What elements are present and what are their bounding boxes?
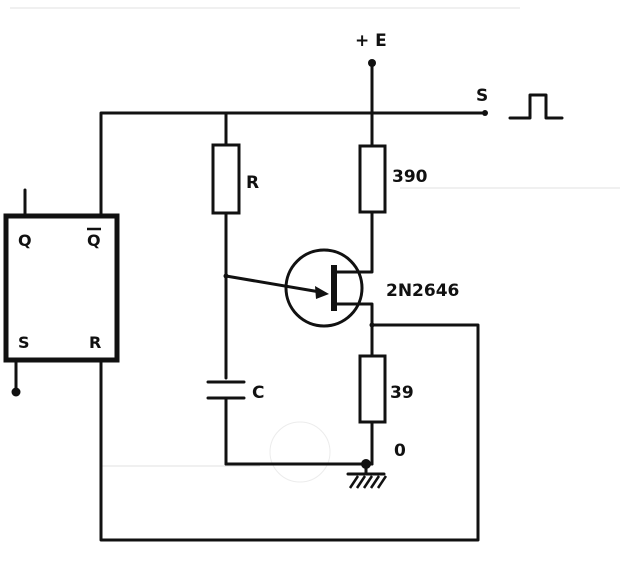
junction-b1	[369, 322, 375, 328]
top-rail	[99, 110, 488, 218]
output-label: S	[476, 86, 488, 106]
transistor-label: 2N2646	[386, 281, 459, 301]
resistor-39-label: 39	[390, 383, 414, 403]
output-terminal	[482, 110, 488, 116]
supply-terminal	[368, 59, 376, 148]
output-pulse-icon	[508, 93, 564, 120]
ujt-transistor	[224, 210, 374, 358]
flipflop-s-label: S	[18, 333, 30, 352]
capacitor-c	[206, 380, 246, 466]
flip-flop	[3, 188, 120, 397]
bleed-through-background	[10, 7, 620, 483]
junction-emitter	[223, 273, 229, 279]
supply-label: + E	[355, 31, 387, 51]
ground-icon	[346, 462, 388, 489]
reset-feedback-wire	[99, 323, 480, 542]
flipflop-q-label: Q	[18, 231, 32, 250]
resistor-390	[358, 144, 387, 214]
ground-node-label: 0	[394, 441, 406, 461]
capacitor-c-label: C	[252, 383, 264, 403]
resistor-r	[211, 143, 241, 215]
flipflop-qbar-label: Q	[87, 231, 101, 250]
resistor-r-label: R	[246, 173, 259, 193]
resistor-39	[358, 354, 387, 424]
flipflop-r-label: R	[89, 333, 101, 352]
resistor-390-label: 390	[392, 167, 428, 187]
